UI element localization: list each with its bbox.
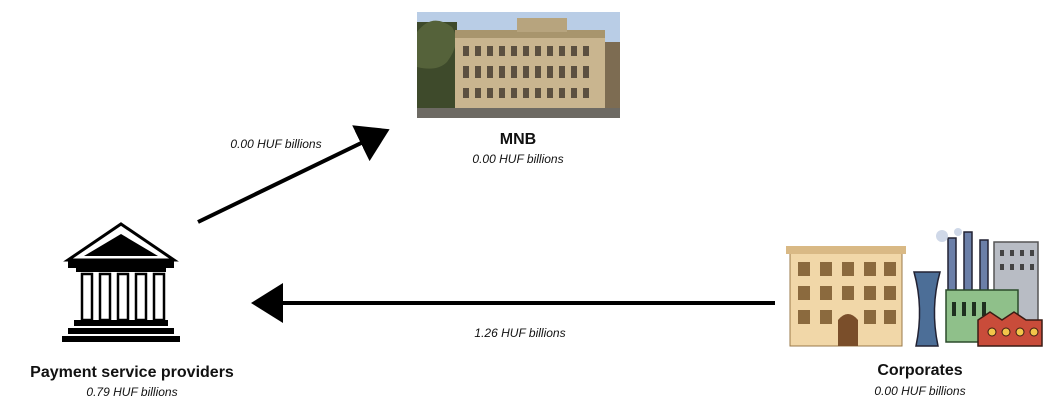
arrow-psp-to-mnb <box>197 125 390 224</box>
bank-columns-icon <box>62 222 180 342</box>
office-and-factory-icon <box>786 228 1043 347</box>
psp-amount: 0.79 HUF billions <box>86 385 178 399</box>
mnb-building-image <box>417 12 620 118</box>
mnb-amount: 0.00 HUF billions <box>472 152 564 166</box>
corporates-name: Corporates <box>877 362 963 379</box>
mnb-name: MNB <box>499 131 537 148</box>
psp-name: Payment service providers <box>30 364 234 381</box>
corporates-amount: 0.00 HUF billions <box>874 384 966 398</box>
flow-psp-to-mnb-amount: 0.00 HUF billions <box>230 137 322 151</box>
flow-corporates-to-psp-amount: 1.26 HUF billions <box>474 326 566 340</box>
